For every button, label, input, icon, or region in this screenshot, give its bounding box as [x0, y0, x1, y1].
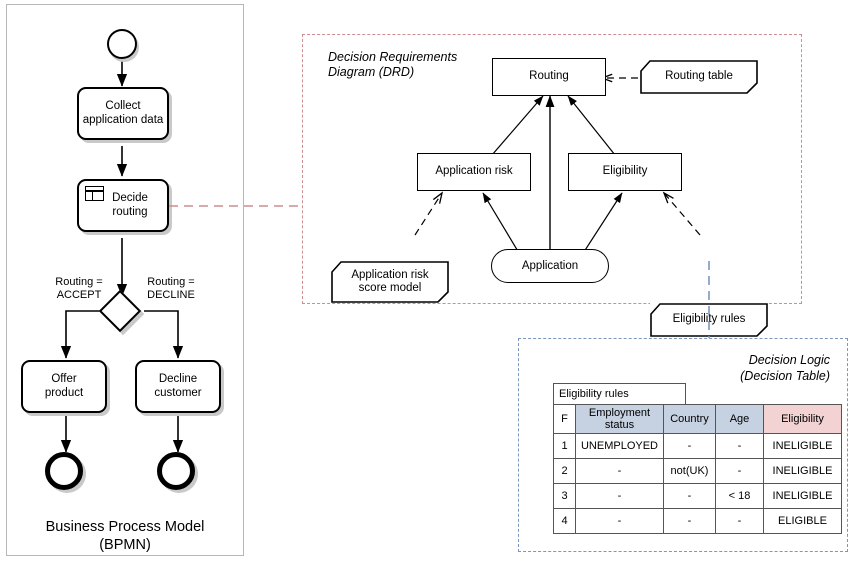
bpmn-caption-line1: Business Process Model	[45, 519, 205, 535]
task-decide-line2: routing	[112, 205, 148, 218]
knowledge-source-risk-score-model-label: Application risk score model	[351, 268, 429, 295]
decision-table[interactable]: F Employment status Country Age Eligibil…	[553, 404, 842, 534]
cell-employment-status: -	[575, 508, 664, 534]
end-event-accept[interactable]	[45, 452, 83, 490]
table-row[interactable]: 2 - not(UK) - INELIGIBLE	[553, 458, 842, 484]
cell-age: -	[715, 508, 764, 534]
task-decline-customer[interactable]: Decline customer	[135, 360, 221, 413]
knowledge-source-risk-score-model[interactable]: Application risk score model	[331, 261, 449, 303]
task-decide-routing[interactable]: Decide routing	[77, 179, 169, 232]
eligibility-rules-shape	[650, 303, 768, 337]
cell-employment-status: -	[575, 483, 664, 509]
gateway-accept-line2: ACCEPT	[56, 289, 102, 301]
decision-logic-boundary	[518, 338, 848, 552]
header-country: Country	[663, 404, 716, 434]
table-row[interactable]: 3 - - < 18 INELIGIBLE	[553, 483, 842, 509]
cell-employment-status: UNEMPLOYED	[575, 433, 664, 459]
drd-boundary	[302, 34, 802, 304]
task-decline-line2: customer	[154, 386, 202, 399]
task-decline-line1: Decline	[158, 373, 198, 385]
decision-logic-title-line2: (Decision Table)	[740, 369, 830, 383]
task-collect-application-data[interactable]: Collect application data	[77, 87, 169, 140]
decision-eligibility-label: Eligibility	[602, 165, 648, 178]
gateway-label-decline: Routing = DECLINE	[131, 276, 211, 302]
cell-country: -	[663, 483, 716, 509]
cell-eligibility: INELIGIBLE	[763, 458, 842, 484]
cell-country: -	[663, 508, 716, 534]
routing-table-shape	[640, 60, 758, 94]
start-event[interactable]	[107, 29, 137, 59]
knowledge-source-routing-table[interactable]: Routing table	[640, 60, 758, 94]
task-offer-line1: Offer	[51, 373, 77, 385]
business-rule-table-icon	[85, 186, 104, 201]
decision-logic-title-line1: Decision Logic	[748, 353, 830, 367]
cell-age: -	[715, 458, 764, 484]
decision-table-wrapper: Eligibility rules F Employment status Co…	[553, 383, 842, 534]
cell-age: -	[715, 433, 764, 459]
knowledge-source-eligibility-rules[interactable]: Eligibility rules	[650, 303, 768, 337]
input-data-application[interactable]: Application	[491, 249, 609, 283]
knowledge-source-eligibility-rules-label: Eligibility rules	[672, 313, 746, 326]
bpmn-caption: Business Process Model (BPMN)	[14, 518, 236, 554]
decision-table-name-label: Eligibility rules	[559, 388, 629, 400]
decision-table-name: Eligibility rules	[553, 383, 686, 404]
task-offer-line2: product	[44, 386, 84, 399]
gateway-decline-line1: Routing =	[147, 276, 195, 288]
decision-application-risk[interactable]: Application risk	[417, 153, 531, 191]
bpmn-flow-arrows	[60, 60, 184, 453]
gateway-accept-line1: Routing =	[55, 276, 103, 288]
decision-eligibility[interactable]: Eligibility	[568, 153, 682, 191]
drd-title-line1: Decision Requirements	[328, 50, 458, 64]
drd-title-line2: Diagram (DRD)	[328, 65, 415, 79]
decision-routing-label: Routing	[529, 70, 569, 83]
task-collect-line2: application data	[82, 113, 164, 126]
decision-logic-title: Decision Logic (Decision Table)	[680, 352, 830, 384]
drd-requirement-arrows	[414, 30, 701, 259]
bpmn-caption-line2: (BPMN)	[99, 537, 151, 553]
task-offer-product[interactable]: Offer product	[21, 360, 107, 413]
cell-eligibility: ELIGIBLE	[763, 508, 842, 534]
task-collect-line1: Collect	[105, 100, 141, 112]
decision-application-risk-label: Application risk	[435, 165, 513, 178]
input-data-application-label: Application	[521, 260, 579, 272]
gateway-label-accept: Routing = ACCEPT	[42, 276, 116, 302]
table-row[interactable]: 4 - - - ELIGIBLE	[553, 508, 842, 534]
knowledge-source-routing-table-label: Routing table	[665, 70, 733, 83]
gateway-decline-line2: DECLINE	[147, 289, 195, 301]
cell-employment-status: -	[575, 458, 664, 484]
drd-title: Decision Requirements Diagram (DRD)	[328, 50, 518, 80]
task-decide-line1: Decide	[112, 192, 148, 204]
cell-country: not(UK)	[663, 458, 716, 484]
decision-routing[interactable]: Routing	[492, 58, 606, 96]
cell-eligibility: INELIGIBLE	[763, 433, 842, 459]
end-event-decline[interactable]	[157, 452, 195, 490]
risk-score-model-shape	[331, 261, 449, 303]
